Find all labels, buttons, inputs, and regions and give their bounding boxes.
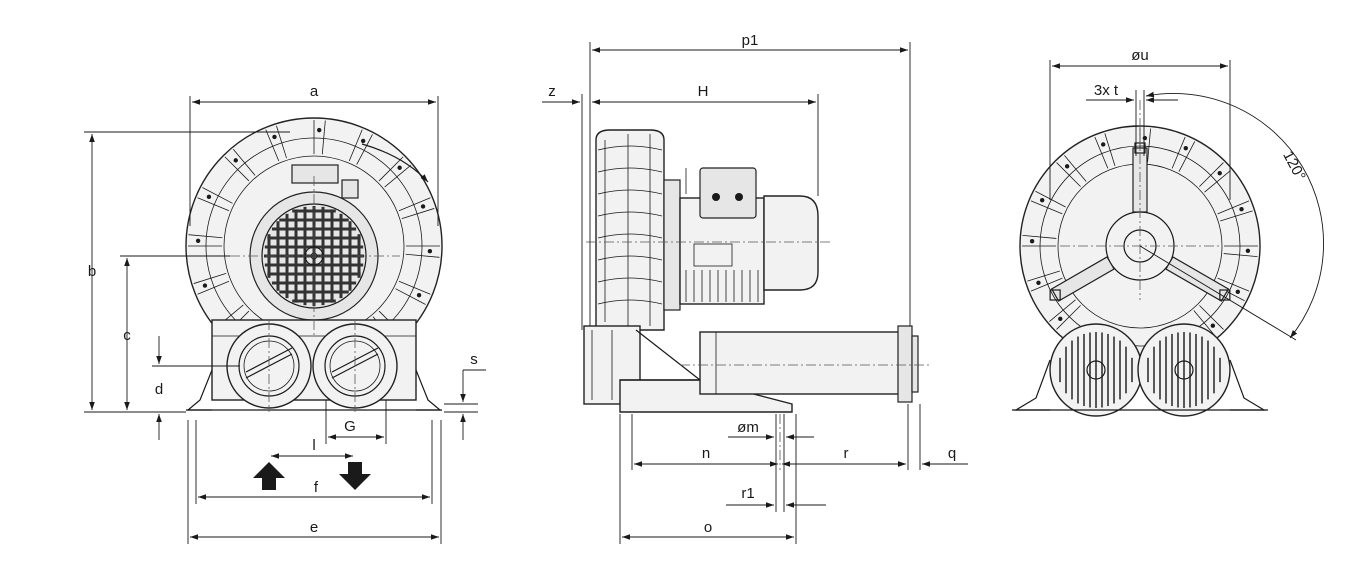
housing-rib <box>197 280 230 295</box>
bolt-dot <box>1217 170 1222 176</box>
dim-u-label: øu <box>1131 47 1149 64</box>
dim-z-label: z <box>548 83 556 100</box>
spoke-bolt <box>1049 289 1061 301</box>
dim-m-label: øm <box>737 419 759 436</box>
housing-rib <box>405 253 440 258</box>
housing-rib <box>1056 162 1081 187</box>
housing-rib <box>348 129 363 162</box>
housing-rib <box>1030 200 1063 215</box>
housing-rib <box>395 288 426 305</box>
bolt-dot <box>1029 238 1035 244</box>
dim-t-label: 3x t <box>1094 82 1119 99</box>
dim-o-label: o <box>704 519 712 536</box>
housing-rib <box>265 129 280 162</box>
dim-H-label: H <box>698 83 709 100</box>
bolt-dot <box>397 165 402 170</box>
housing-rib <box>1056 305 1081 330</box>
rear-fan-grilles <box>1059 332 1221 408</box>
housing-rib <box>1104 133 1116 166</box>
housing-rib <box>197 197 230 212</box>
housing-rib <box>276 125 287 159</box>
angle-label: 120° <box>1279 148 1309 183</box>
dim-G-label: G <box>344 418 356 435</box>
bolt-dot <box>427 249 433 254</box>
housing-rib <box>1035 190 1066 208</box>
housing-rib <box>398 280 431 295</box>
dim-l-label: l <box>312 437 315 454</box>
dim-b-label: b <box>88 263 96 280</box>
housing-rib <box>401 208 435 219</box>
housing-rib <box>202 187 233 204</box>
housing-rib <box>356 134 373 165</box>
housing-rib <box>398 197 431 212</box>
side-view: p1 z H øm n r q r1 o <box>542 32 968 544</box>
dim-r1-label: r1 <box>741 485 754 502</box>
front-view: a b c d s G l <box>84 83 486 544</box>
spoke <box>1050 256 1115 302</box>
housing-rib <box>1049 299 1076 322</box>
dim-e-label: e <box>310 519 318 536</box>
side-rib <box>597 299 663 305</box>
housing-rib <box>193 273 227 284</box>
flow-out-arrow-icon <box>339 462 371 490</box>
bolt-dot <box>1210 323 1216 328</box>
housing-rib <box>224 156 250 182</box>
housing-rib <box>188 234 223 239</box>
housing-rib <box>232 149 256 176</box>
housing-rib <box>1064 155 1087 182</box>
front-blower-body <box>185 117 443 411</box>
housing-rib <box>321 120 326 155</box>
housing-rib <box>378 156 404 182</box>
bolt-dot <box>360 138 366 144</box>
dim-f-label: f <box>314 479 319 496</box>
bolt-dot <box>272 134 277 140</box>
dim-p1-label: p1 <box>742 32 759 49</box>
bolt-dot <box>416 292 422 298</box>
bolt-dot <box>202 283 208 288</box>
bolt-dot <box>195 238 201 243</box>
rear-view: øu 3x t 120° <box>1012 47 1325 417</box>
bolt-dot <box>1101 142 1106 147</box>
bolt-dot <box>1142 135 1148 141</box>
dim-n-label: n <box>702 445 710 462</box>
bolt-dot <box>1235 289 1241 294</box>
bolt-dot <box>1239 207 1244 212</box>
dim-d-label: d <box>155 381 163 398</box>
side-rib <box>597 189 663 195</box>
bolt-dot <box>1183 145 1188 151</box>
flow-in-arrow-icon <box>253 462 285 490</box>
side-rib <box>597 277 663 283</box>
bolt-dot <box>1036 280 1041 285</box>
bolt-dot <box>420 204 426 209</box>
dim-q-label: q <box>948 445 956 462</box>
side-rib <box>597 145 663 151</box>
bolt-dot <box>1245 248 1251 254</box>
housing-rib <box>1027 270 1060 282</box>
housing-rib <box>1022 234 1057 239</box>
bolt-dot <box>206 194 212 200</box>
motor-fins <box>685 270 759 302</box>
housing-rib <box>1030 277 1063 292</box>
bolt-dot <box>1064 164 1070 169</box>
bolt-dot <box>1058 316 1063 322</box>
housing-rib <box>384 164 411 188</box>
housing-rib <box>1094 136 1109 169</box>
side-rib <box>597 167 663 173</box>
bolt-dot <box>317 127 322 133</box>
side-housing-ribs <box>597 145 663 305</box>
side-rib <box>597 233 663 239</box>
side-blower-body <box>583 129 919 413</box>
dim-a-label: a <box>310 83 319 100</box>
side-rib <box>597 211 663 217</box>
bolt-dot <box>233 158 238 163</box>
side-rib <box>597 255 663 261</box>
dim-c-label: c <box>123 327 131 344</box>
dim-r-label: r <box>844 445 849 462</box>
dim-s-label: s <box>470 351 478 368</box>
bolt-dot <box>1039 198 1045 203</box>
